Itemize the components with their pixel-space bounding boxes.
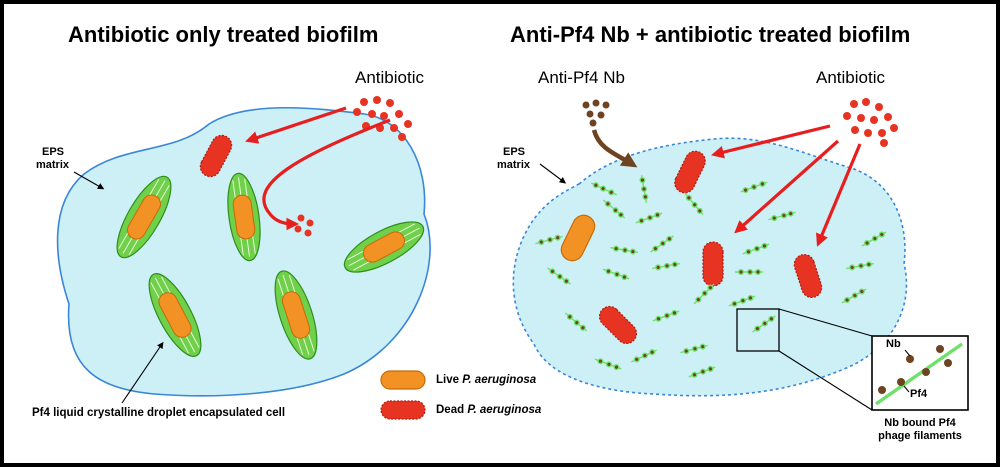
right-antibiotic-arrow-3 — [816, 143, 862, 247]
right-live-cell — [560, 214, 596, 262]
droplet-cell-4 — [148, 273, 202, 357]
legend-live-prefix: Live — [436, 374, 463, 386]
legend-live-label: Live P. aeruginosa — [436, 374, 536, 386]
nanobody-cluster — [582, 99, 610, 127]
inset-pf4-label: Pf4 — [910, 388, 928, 400]
left-eps-label-line1: EPS — [42, 146, 65, 158]
right-antibiotic-arrow-1 — [711, 124, 831, 159]
right-dead-cell-1 — [674, 150, 706, 194]
droplet-cell-2 — [227, 172, 261, 262]
inset-caption-line2: phage filaments — [878, 430, 962, 442]
right-eps-label-line1: EPS — [503, 146, 526, 158]
right-eps-label-line2: matrix — [497, 159, 531, 171]
legend-live-species: P. aeruginosa — [462, 374, 537, 386]
right-dead-cell-3 — [793, 253, 823, 299]
inset-pf4-pointer — [903, 385, 910, 393]
nanobody-label: Anti-Pf4 Nb — [538, 68, 625, 87]
left-antibiotic-arrow-2 — [262, 118, 391, 231]
right-antibiotic-cluster — [843, 98, 898, 147]
legend-dead-species: P. aeruginosa — [467, 404, 542, 416]
left-panel-title: Antibiotic only treated biofilm — [68, 22, 379, 47]
inset-nb-label: Nb — [886, 338, 901, 350]
deflected-antibiotic — [294, 214, 314, 237]
droplet-cell-3 — [343, 221, 425, 273]
inset-nb-pointer — [904, 349, 911, 357]
right-dead-cell-2 — [702, 241, 724, 287]
right-antibiotic-arrow-2 — [734, 139, 840, 234]
inset-connector-top — [778, 308, 873, 337]
legend-dead-prefix: Dead — [436, 404, 468, 416]
left-eps-label-line2: matrix — [36, 159, 70, 171]
left-antibiotic-label: Antibiotic — [355, 68, 424, 87]
right-eps-pointer — [539, 163, 567, 184]
droplet-caption-pointer — [121, 341, 164, 404]
droplet-cell-1 — [116, 175, 172, 259]
legend-dead-label: Dead P. aeruginosa — [436, 404, 541, 416]
right-antibiotic-label: Antibiotic — [816, 68, 885, 87]
left-dead-cell — [199, 134, 233, 178]
nb-bound-filaments — [535, 175, 887, 378]
inset-caption-line1: Nb bound Pf4 — [884, 417, 956, 429]
inset-connector-bottom — [778, 350, 873, 411]
right-panel-title: Anti-Pf4 Nb + antibiotic treated biofilm — [510, 22, 911, 47]
nanobody-arrow — [591, 129, 638, 168]
legend-live-swatch — [380, 370, 426, 390]
left-antibiotic-arrow-1 — [245, 106, 347, 144]
diagram-canvas — [56, 96, 969, 420]
legend-dead-swatch — [380, 400, 426, 420]
right-dead-cell-4 — [598, 305, 638, 345]
inset-nanobodies — [878, 345, 952, 394]
droplet-caption: Pf4 liquid crystalline droplet encapsula… — [32, 407, 286, 419]
inset-filament — [875, 342, 963, 406]
inset-source-box — [736, 308, 780, 352]
left-eps-pointer — [73, 171, 105, 190]
droplet-cell-5 — [274, 270, 318, 360]
